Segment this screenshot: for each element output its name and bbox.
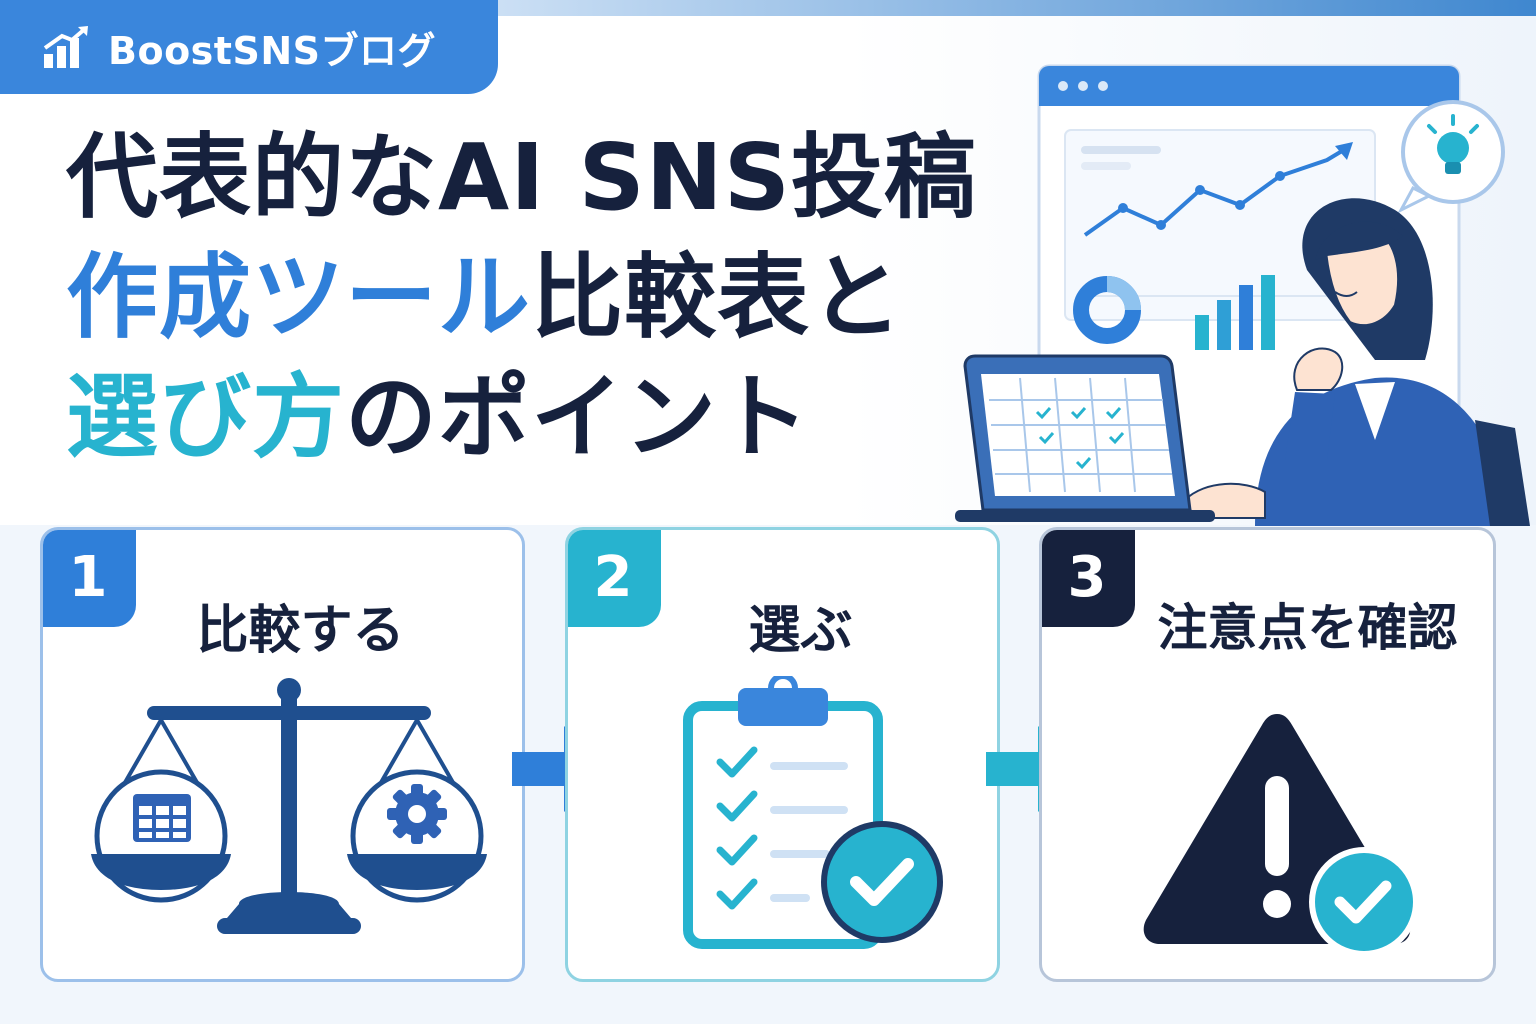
- balance-scale-icon: [91, 678, 487, 934]
- step-badge-2: 2: [568, 530, 661, 627]
- title-line-3-dark: のポイント: [345, 364, 811, 471]
- step-card-check-cautions[interactable]: 3 注意点を確認: [1039, 527, 1496, 982]
- table-icon: [133, 794, 191, 842]
- title-line-1: 代表的なAI SNS投稿: [66, 124, 977, 231]
- step-card-choose[interactable]: 2 選ぶ: [565, 527, 1000, 982]
- brand-tab[interactable]: BoostSNSブログ: [0, 0, 498, 94]
- bar-growth-icon: [43, 26, 88, 68]
- step-title-check-cautions: 注意点を確認: [1157, 599, 1458, 657]
- title-line-3: 選び方のポイント: [66, 358, 1056, 478]
- page-title: 代表的なAI SNS投稿 作成ツール比較表と 選び方のポイント: [66, 118, 1056, 478]
- step-badge-3: 3: [1042, 530, 1135, 627]
- laptop-calendar-icon: [955, 354, 1215, 522]
- clipboard-check-icon: [683, 676, 943, 949]
- warning-triangle-icon: [1143, 714, 1419, 957]
- step-badge-1: 1: [43, 530, 136, 627]
- step-title-compare: 比較する: [196, 601, 405, 661]
- step-title-choose: 選ぶ: [748, 601, 853, 661]
- analytics-illustration: [955, 64, 1530, 526]
- top-accent-line: [420, 0, 1536, 16]
- step-card-compare[interactable]: 1 比較する: [40, 527, 525, 982]
- brand-name: BoostSNSブログ: [108, 28, 436, 73]
- gear-icon: [387, 784, 447, 844]
- title-line-2-dark: 比較表と: [531, 244, 904, 351]
- woman-avatar: [1183, 198, 1530, 526]
- title-line-3-teal: 選び方: [66, 364, 346, 471]
- title-line-2-blue: 作成ツール: [66, 244, 532, 351]
- lightbulb-icon: [1397, 100, 1505, 214]
- title-line-2: 作成ツール比較表と: [66, 238, 1056, 358]
